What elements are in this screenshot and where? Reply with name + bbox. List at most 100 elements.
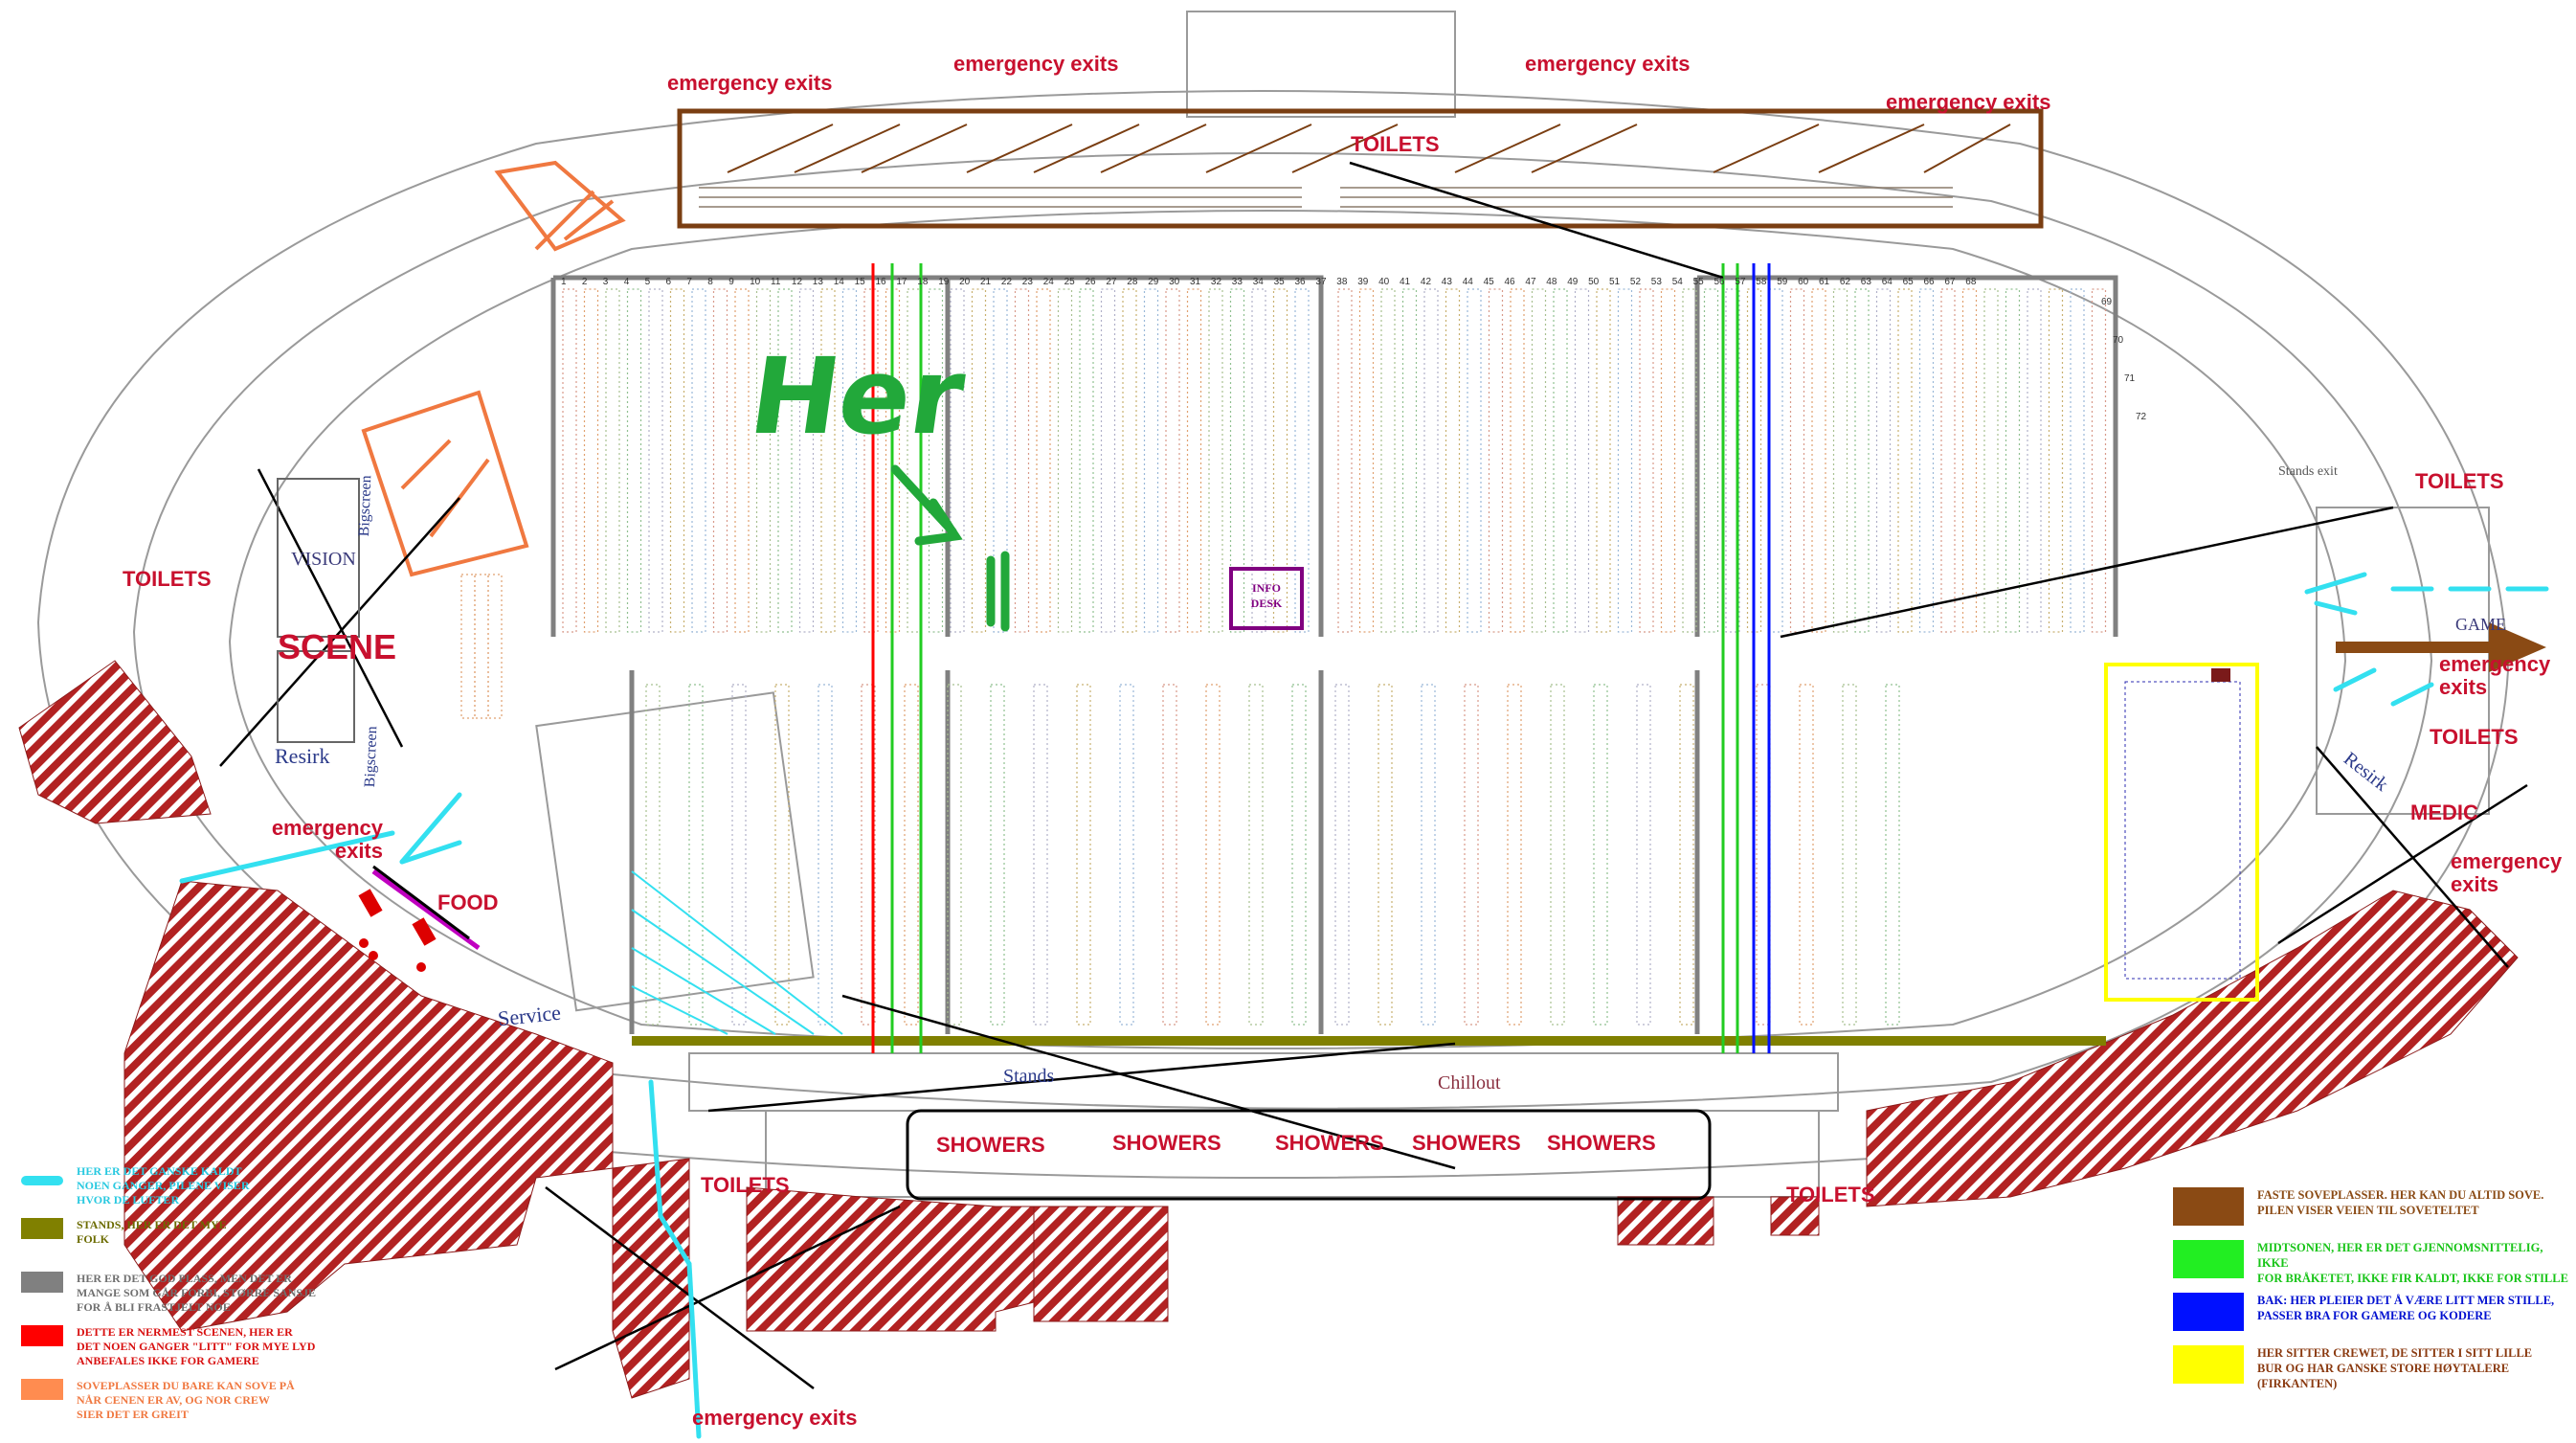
seat-row-upper bbox=[583, 288, 599, 633]
seat-row-upper bbox=[1467, 288, 1482, 633]
row-number: 54 bbox=[1671, 277, 1683, 287]
seat-row-lower bbox=[947, 684, 962, 1026]
legend-swatch bbox=[2173, 1345, 2244, 1384]
emergency-exits-label-top-right: emergency exits bbox=[1525, 52, 1691, 76]
seat-row-upper bbox=[1186, 288, 1202, 633]
row-number: 50 bbox=[1588, 277, 1600, 287]
seat-row-lower bbox=[1205, 684, 1221, 1026]
legend-text: BAK: HER PLEIER DET Å VÆRE LITT MER STIL… bbox=[2257, 1294, 2555, 1322]
seat-row-upper bbox=[1488, 288, 1504, 633]
legend-item: HER ER DET GANSKE KALDT NOEN GANGER, PIL… bbox=[21, 1164, 249, 1207]
row-number: 60 bbox=[1798, 277, 1809, 287]
row-number: 30 bbox=[1169, 277, 1180, 287]
row-number: 53 bbox=[1650, 277, 1662, 287]
seat-row-upper bbox=[2005, 288, 2021, 633]
seat-row-upper bbox=[1854, 288, 1870, 633]
row-number: 57 bbox=[1735, 277, 1746, 287]
seat-rows bbox=[460, 288, 2107, 1026]
row-number: 45 bbox=[1483, 277, 1494, 287]
legend-text: HER ER DET GANSKE KALDT NOEN GANGER, PIL… bbox=[77, 1164, 250, 1206]
seat-row-lower bbox=[1076, 684, 1091, 1026]
seat-row-upper bbox=[562, 288, 577, 633]
orange-sleep-areas bbox=[361, 160, 626, 577]
row-number: 58 bbox=[1756, 277, 1767, 287]
seat-row-upper bbox=[2091, 288, 2107, 633]
seat-row-upper bbox=[1832, 288, 1848, 633]
emergency-exits-label-top-left: emergency exits bbox=[667, 71, 833, 95]
seat-row-upper bbox=[691, 288, 706, 633]
seat-row-upper bbox=[1703, 288, 1719, 633]
seat-row-upper bbox=[1725, 288, 1740, 633]
legend-swatch bbox=[2173, 1240, 2244, 1278]
row-number: 65 bbox=[1902, 277, 1914, 287]
bigscreen-label-bottom: Bigscreen bbox=[362, 726, 381, 788]
row-number: 6 bbox=[665, 277, 672, 287]
seat-row-lower bbox=[1464, 684, 1479, 1026]
legend-item: SOVEPLASSER DU BARE KAN SOVE PÅ NÅR CENE… bbox=[21, 1379, 295, 1422]
showers-label-3: SHOWERS bbox=[1275, 1131, 1384, 1155]
seat-row-upper bbox=[863, 288, 879, 633]
row-number: 12 bbox=[791, 277, 803, 287]
stands-strip bbox=[632, 1036, 2106, 1046]
seating-section-frames bbox=[550, 275, 2118, 1034]
row-number: 49 bbox=[1567, 277, 1579, 287]
legend-swatch bbox=[21, 1325, 63, 1346]
seat-row-upper bbox=[648, 288, 663, 633]
seat-row-upper bbox=[2070, 288, 2085, 633]
seat-row-lower bbox=[1679, 684, 1694, 1026]
row-number: 3 bbox=[602, 277, 609, 287]
row-number: 39 bbox=[1357, 277, 1369, 287]
toilets-label-top: TOILETS bbox=[1351, 132, 1440, 156]
seat-row-upper bbox=[1143, 288, 1159, 633]
seat-row-upper bbox=[907, 288, 922, 633]
resirk-label-left: Resirk bbox=[275, 744, 330, 768]
seat-row-upper bbox=[1574, 288, 1590, 633]
sleeping-tent-arrow bbox=[2336, 622, 2546, 672]
seat-row-upper bbox=[605, 288, 620, 633]
row-number: 48 bbox=[1546, 277, 1557, 287]
seat-row-upper bbox=[1983, 288, 1999, 633]
seat-row-upper bbox=[1897, 288, 1913, 633]
seat-row-upper bbox=[1596, 288, 1611, 633]
row-number: 64 bbox=[1881, 277, 1893, 287]
seat-row-upper bbox=[1940, 288, 1956, 633]
seat-row-lower bbox=[1248, 684, 1264, 1026]
row-number: 16 bbox=[875, 277, 886, 287]
seat-row-lower bbox=[1550, 684, 1565, 1026]
seat-row-lower bbox=[1593, 684, 1608, 1026]
seat-row-lower bbox=[1033, 684, 1048, 1026]
row-number: 62 bbox=[1839, 277, 1851, 287]
row-number: 5 bbox=[644, 277, 651, 287]
row-number: 71 bbox=[2124, 373, 2136, 384]
legend-text: HER SITTER CREWET, DE SITTER I SITT LILL… bbox=[2257, 1346, 2533, 1390]
seat-row-upper bbox=[1079, 288, 1094, 633]
hatched-areas bbox=[18, 660, 2519, 1399]
seat-row-upper bbox=[1660, 288, 1676, 633]
legend-item: BAK: HER PLEIER DET Å VÆRE LITT MER STIL… bbox=[2173, 1293, 2554, 1331]
row-number: 26 bbox=[1085, 277, 1096, 287]
stands-label: Stands bbox=[1003, 1066, 1055, 1087]
seat-row-upper bbox=[993, 288, 1008, 633]
seat-row-upper bbox=[1617, 288, 1633, 633]
row-number: 1 bbox=[561, 277, 567, 287]
row-number: 19 bbox=[938, 277, 950, 287]
row-number: 14 bbox=[833, 277, 844, 287]
row-number: 42 bbox=[1420, 277, 1432, 287]
row-number: 11 bbox=[771, 277, 781, 287]
row-number: 59 bbox=[1777, 277, 1788, 287]
row-number: 51 bbox=[1609, 277, 1621, 287]
legend-item: FASTE SOVEPLASSER. HER KAN DU ALTID SOVE… bbox=[2173, 1187, 2543, 1226]
seat-row-lower bbox=[818, 684, 833, 1026]
row-number: 13 bbox=[812, 277, 823, 287]
showers-label-1: SHOWERS bbox=[936, 1133, 1045, 1157]
row-number: 69 bbox=[2101, 297, 2113, 307]
toilets-label-bottom-right: TOILETS bbox=[1786, 1183, 1875, 1206]
seat-row-upper bbox=[626, 288, 642, 633]
row-number: 47 bbox=[1525, 277, 1536, 287]
seat-row-upper bbox=[1014, 288, 1030, 633]
legend-swatch bbox=[2173, 1187, 2244, 1226]
legend-text: DETTE ER NERMEST SCENEN, HER ER DET NOEN… bbox=[77, 1325, 316, 1367]
legend-swatch bbox=[21, 1379, 63, 1400]
row-number: 29 bbox=[1148, 277, 1159, 287]
emergency-exits-label-top-far-right: emergency exits bbox=[1886, 90, 2051, 114]
